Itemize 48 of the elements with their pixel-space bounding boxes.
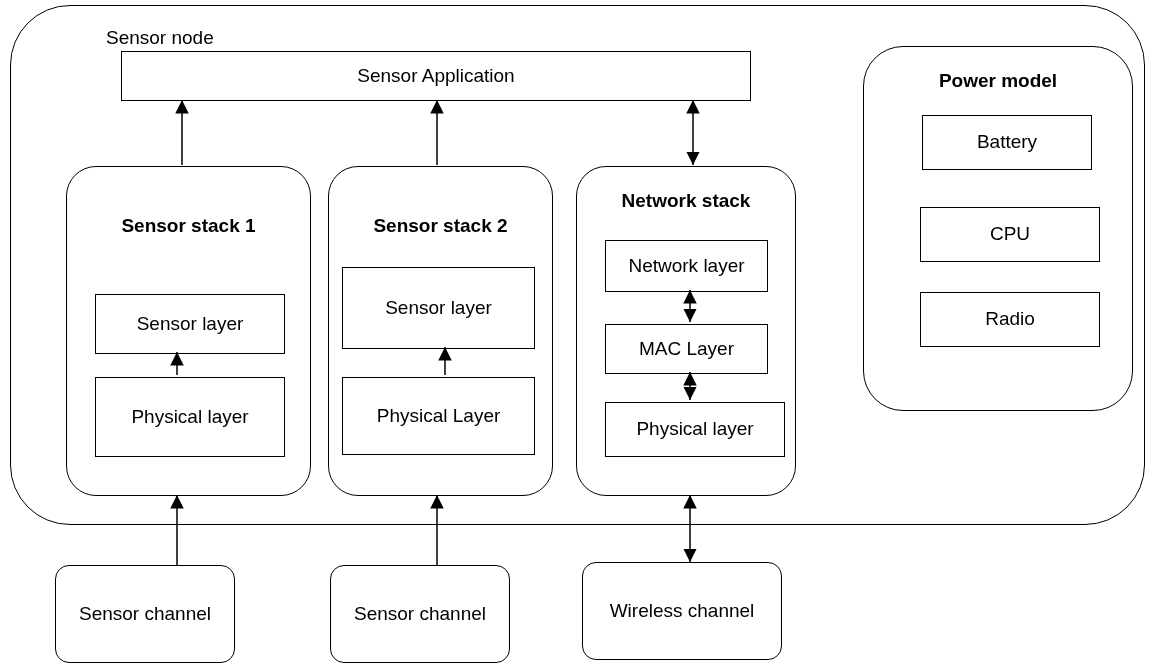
box-label: MAC Layer — [639, 336, 734, 361]
arrow — [430, 99, 444, 166]
process-box — [342, 267, 535, 349]
arrow — [170, 494, 184, 566]
group-box — [863, 46, 1133, 411]
process-box — [342, 377, 535, 455]
group-title: Sensor node — [106, 27, 214, 48]
box-label: Sensor layer — [385, 295, 492, 320]
box-label: Sensor layer — [136, 311, 244, 336]
process-box — [95, 377, 285, 457]
arrow — [683, 371, 697, 401]
arrow — [438, 346, 452, 376]
arrow — [683, 494, 697, 563]
group-title: Sensor stack 2 — [373, 215, 508, 236]
box-label: Network layer — [628, 253, 745, 278]
arrow — [175, 99, 189, 166]
group-title: Network stack — [621, 190, 751, 211]
box-label: Physical layer — [636, 417, 754, 442]
process-box — [582, 562, 782, 660]
box-label: Sensor Application — [357, 63, 515, 88]
process-box — [605, 240, 768, 292]
box-label: CPU — [989, 222, 1031, 247]
process-box — [920, 207, 1100, 262]
process-box — [55, 565, 235, 663]
arrow — [430, 494, 444, 566]
process-box — [95, 294, 285, 354]
group-box — [10, 5, 1145, 525]
process-box — [330, 565, 510, 663]
process-box — [922, 115, 1092, 170]
group-box — [328, 166, 553, 496]
box-label: Sensor channel — [78, 601, 211, 626]
box-label: Wireless channel — [609, 598, 755, 623]
box-label: Radio — [985, 307, 1035, 332]
group-title: Sensor stack 1 — [121, 215, 256, 236]
process-box — [121, 51, 751, 101]
process-box — [605, 324, 768, 374]
box-label: Battery — [976, 130, 1038, 155]
arrow — [170, 351, 184, 376]
box-label: Physical layer — [131, 404, 249, 429]
box-label: Sensor channel — [353, 601, 486, 626]
group-box — [576, 166, 796, 496]
box-label: Physical Layer — [376, 403, 501, 428]
arrow — [683, 289, 697, 323]
process-box — [920, 292, 1100, 347]
group-title: Power model — [938, 70, 1058, 91]
arrow — [686, 99, 700, 166]
process-box — [605, 402, 785, 457]
group-box — [66, 166, 311, 496]
